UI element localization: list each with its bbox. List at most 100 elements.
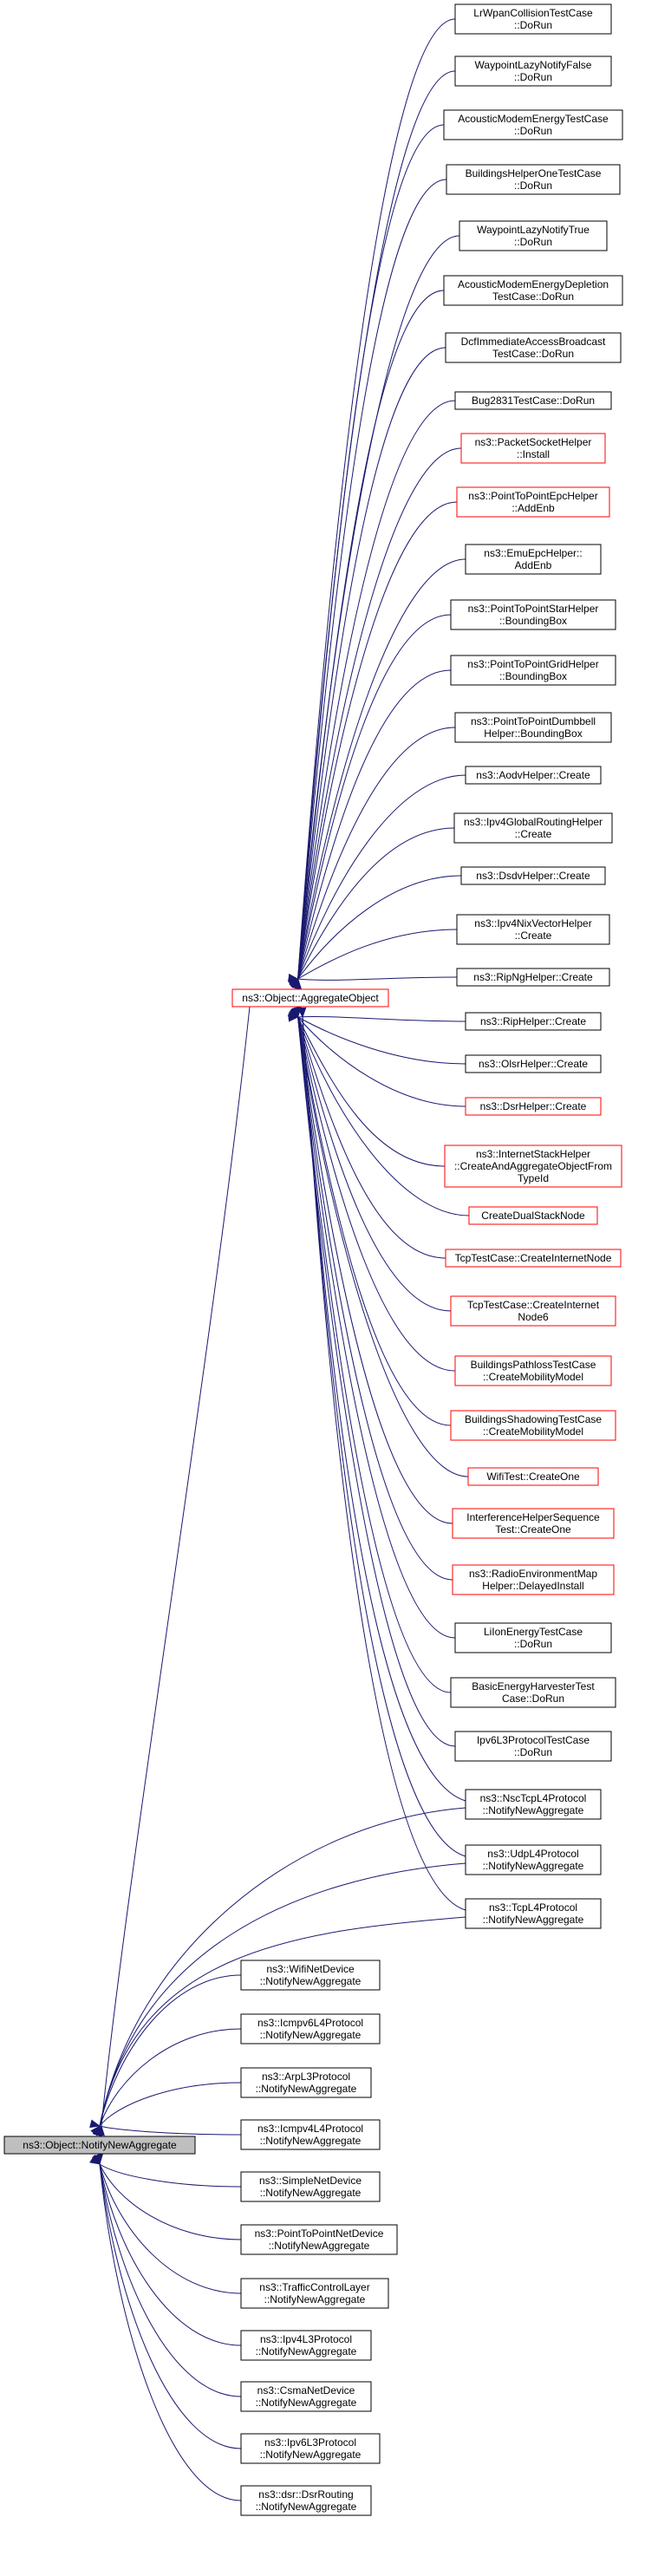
caller-node-box <box>465 766 602 785</box>
caller-node-label-line: ::NotifyNewAggregate <box>260 2135 362 2147</box>
caller-node[interactable]: ns3::UdpL4Protocol::NotifyNewAggregate <box>465 1844 602 1875</box>
caller-node-box <box>450 1295 616 1327</box>
caller-node-label-line: WaypointLazyNotifyTrue <box>477 224 590 236</box>
caller-node[interactable]: ns3::Ipv4NixVectorHelper::Create <box>456 914 610 945</box>
call-edge <box>291 614 452 989</box>
caller-node-box <box>240 2013 381 2044</box>
caller-node-label-line: ::DoRun <box>514 179 552 192</box>
caller-node[interactable]: InterferenceHelperSequenceTest::CreateOn… <box>452 1508 615 1539</box>
caller-node[interactable]: ns3::InternetStackHelper::CreateAndAggre… <box>444 1145 622 1188</box>
caller-node-label-line: ::NotifyNewAggregate <box>483 1914 584 1926</box>
caller-node[interactable]: WaypointLazyNotifyTrue::DoRun <box>459 220 608 251</box>
aggregate-object-node[interactable]: ns3::Object::AggregateObject <box>231 988 389 1008</box>
caller-node-box <box>450 599 616 630</box>
caller-node[interactable]: ns3::PointToPointNetDevice::NotifyNewAgg… <box>240 2224 398 2255</box>
caller-node-box <box>450 1410 616 1441</box>
caller-node-label-line: ::NotifyNewAggregate <box>256 2083 357 2095</box>
caller-node[interactable]: Ipv6L3ProtocolTestCase::DoRun <box>454 1731 612 1762</box>
call-edge <box>297 1007 466 1802</box>
caller-node[interactable]: AcousticModemEnergyTestCase::DoRun <box>443 109 623 140</box>
caller-node-label-line: ::CreateMobilityModel <box>483 1425 583 1438</box>
caller-node-label-line: ns3::PacketSocketHelper <box>475 436 592 448</box>
caller-node[interactable]: ns3::TcpL4Protocol::NotifyNewAggregate <box>465 1898 602 1929</box>
caller-node-label-line: ns3::ArpL3Protocol <box>262 2071 350 2083</box>
caller-node[interactable]: ns3::CsmaNetDevice::NotifyNewAggregate <box>240 2381 372 2412</box>
caller-node-label-line: ::CreateAndAggregateObjectFrom <box>454 1160 612 1172</box>
caller-node[interactable]: BuildingsShadowingTestCase::CreateMobili… <box>450 1410 616 1441</box>
call-edge <box>290 727 456 989</box>
caller-node-box <box>454 3 612 35</box>
caller-node[interactable]: ns3::RipHelper::Create <box>465 1012 602 1031</box>
caller-node[interactable]: AcousticModemEnergyDepletionTestCase::Do… <box>443 275 623 306</box>
caller-node[interactable]: ns3::PointToPointEpcHelper::AddEnb <box>456 486 610 518</box>
caller-node-label-line: TestCase::DoRun <box>492 290 574 303</box>
call-edge <box>93 2154 242 2294</box>
caller-node[interactable]: ns3::WifiNetDevice::NotifyNewAggregate <box>240 1960 381 1991</box>
caller-node[interactable]: TcpTestCase::CreateInternetNode <box>445 1249 622 1268</box>
caller-node[interactable]: Bug2831TestCase::DoRun <box>454 391 612 410</box>
caller-node[interactable]: CreateDualStackNode <box>468 1206 598 1225</box>
caller-node-label-line: ns3::Ipv4NixVectorHelper <box>474 917 591 929</box>
caller-node-label-line: ::Create <box>515 828 552 840</box>
caller-node-label-line: ns3::TcpL4Protocol <box>489 1901 577 1914</box>
caller-node-box <box>240 2171 381 2202</box>
caller-node[interactable]: ns3::Ipv4GlobalRoutingHelper::Create <box>453 812 613 844</box>
caller-node-label-line: ns3::DsrHelper::Create <box>480 1100 587 1112</box>
caller-node-label-line: ::NotifyNewAggregate <box>260 2449 362 2461</box>
caller-node-label-line: ::NotifyNewAggregate <box>483 1804 584 1816</box>
caller-node[interactable]: ns3::Ipv6L3Protocol::NotifyNewAggregate <box>240 2433 381 2464</box>
caller-node[interactable]: ns3::Ipv4L3Protocol::NotifyNewAggregate <box>240 2330 372 2361</box>
caller-node[interactable]: ns3::NscTcpL4Protocol::NotifyNewAggregat… <box>465 1789 602 1820</box>
caller-node[interactable]: ns3::PointToPointGridHelper::BoundingBox <box>450 655 616 686</box>
caller-node[interactable]: WifiTest::CreateOne <box>467 1467 599 1486</box>
caller-node[interactable]: ns3::TrafficControlLayer::NotifyNewAggre… <box>240 2278 389 2309</box>
caller-node[interactable]: ns3::SimpleNetDevice::NotifyNewAggregate <box>240 2171 381 2202</box>
caller-node-box <box>240 2381 372 2412</box>
caller-node[interactable]: DcfImmediateAccessBroadcastTestCase::DoR… <box>445 332 622 363</box>
call-edge <box>292 400 456 989</box>
caller-node-box <box>240 2224 398 2255</box>
caller-node[interactable]: ns3::ArpL3Protocol::NotifyNewAggregate <box>240 2067 372 2098</box>
caller-node[interactable]: ns3::Icmpv4L4Protocol::NotifyNewAggregat… <box>240 2119 381 2150</box>
caller-node[interactable]: ns3::DsrHelper::Create <box>465 1097 602 1116</box>
call-edge <box>92 2028 242 2137</box>
caller-node[interactable]: ns3::DsdvHelper::Create <box>460 866 606 885</box>
caller-node[interactable]: ns3::dsr::DsrRouting::NotifyNewAggregate <box>240 2485 372 2516</box>
caller-node-label-line: ns3::CsmaNetDevice <box>257 2384 355 2397</box>
caller-node[interactable]: ns3::AodvHelper::Create <box>465 766 602 785</box>
caller-node[interactable]: BuildingsHelperOneTestCase::DoRun <box>446 164 621 195</box>
caller-node-label-line: Ipv6L3ProtocolTestCase <box>477 1734 590 1746</box>
caller-node[interactable]: ns3::EmuEpcHelper::AddEnb <box>465 544 602 575</box>
caller-node[interactable]: ns3::RadioEnvironmentMapHelper::DelayedI… <box>452 1564 615 1595</box>
caller-node-box <box>452 1564 615 1595</box>
caller-node-label-line: ns3::EmuEpcHelper:: <box>484 547 582 559</box>
caller-node-label-line: AcousticModemEnergyTestCase <box>458 113 609 125</box>
caller-node[interactable]: ns3::Icmpv6L4Protocol::NotifyNewAggregat… <box>240 2013 381 2044</box>
call-edge <box>291 1007 452 1312</box>
caller-node-label-line: LrWpanCollisionTestCase <box>473 7 593 19</box>
caller-node[interactable]: ns3::PointToPointStarHelper::BoundingBox <box>450 599 616 630</box>
caller-node-label-line: ::NotifyNewAggregate <box>256 2345 357 2358</box>
caller-node-label-line: ns3::Icmpv4L4Protocol <box>257 2123 363 2135</box>
caller-node[interactable]: ns3::PacketSocketHelper::Install <box>460 433 606 464</box>
call-edge <box>290 1006 470 1216</box>
caller-node[interactable]: LrWpanCollisionTestCase::DoRun <box>454 3 612 35</box>
call-edge <box>292 1007 456 1639</box>
caller-node-label-line: Case::DoRun <box>502 1692 564 1705</box>
caller-node[interactable]: ns3::RipNgHelper::Create <box>456 968 610 987</box>
caller-node-box <box>460 433 606 464</box>
caller-node[interactable]: BuildingsPathlossTestCase::CreateMobilit… <box>454 1355 612 1386</box>
caller-node[interactable]: ns3::OlsrHelper::Create <box>465 1054 602 1073</box>
caller-node-label-line: ns3::PointToPointNetDevice <box>255 2227 384 2240</box>
caller-node-box <box>465 1789 602 1820</box>
caller-node-label-line: InterferenceHelperSequence <box>466 1511 600 1523</box>
call-edge <box>291 558 466 989</box>
caller-node[interactable]: ns3::PointToPointDumbbellHelper::Boundin… <box>454 712 612 743</box>
root-node[interactable]: ns3::Object::NotifyNewAggregate <box>3 2136 196 2155</box>
caller-node[interactable]: LiIonEnergyTestCase::DoRun <box>454 1622 612 1653</box>
caller-node[interactable]: WaypointLazyNotifyFalse::DoRun <box>454 55 612 87</box>
call-edge <box>288 1013 466 1022</box>
